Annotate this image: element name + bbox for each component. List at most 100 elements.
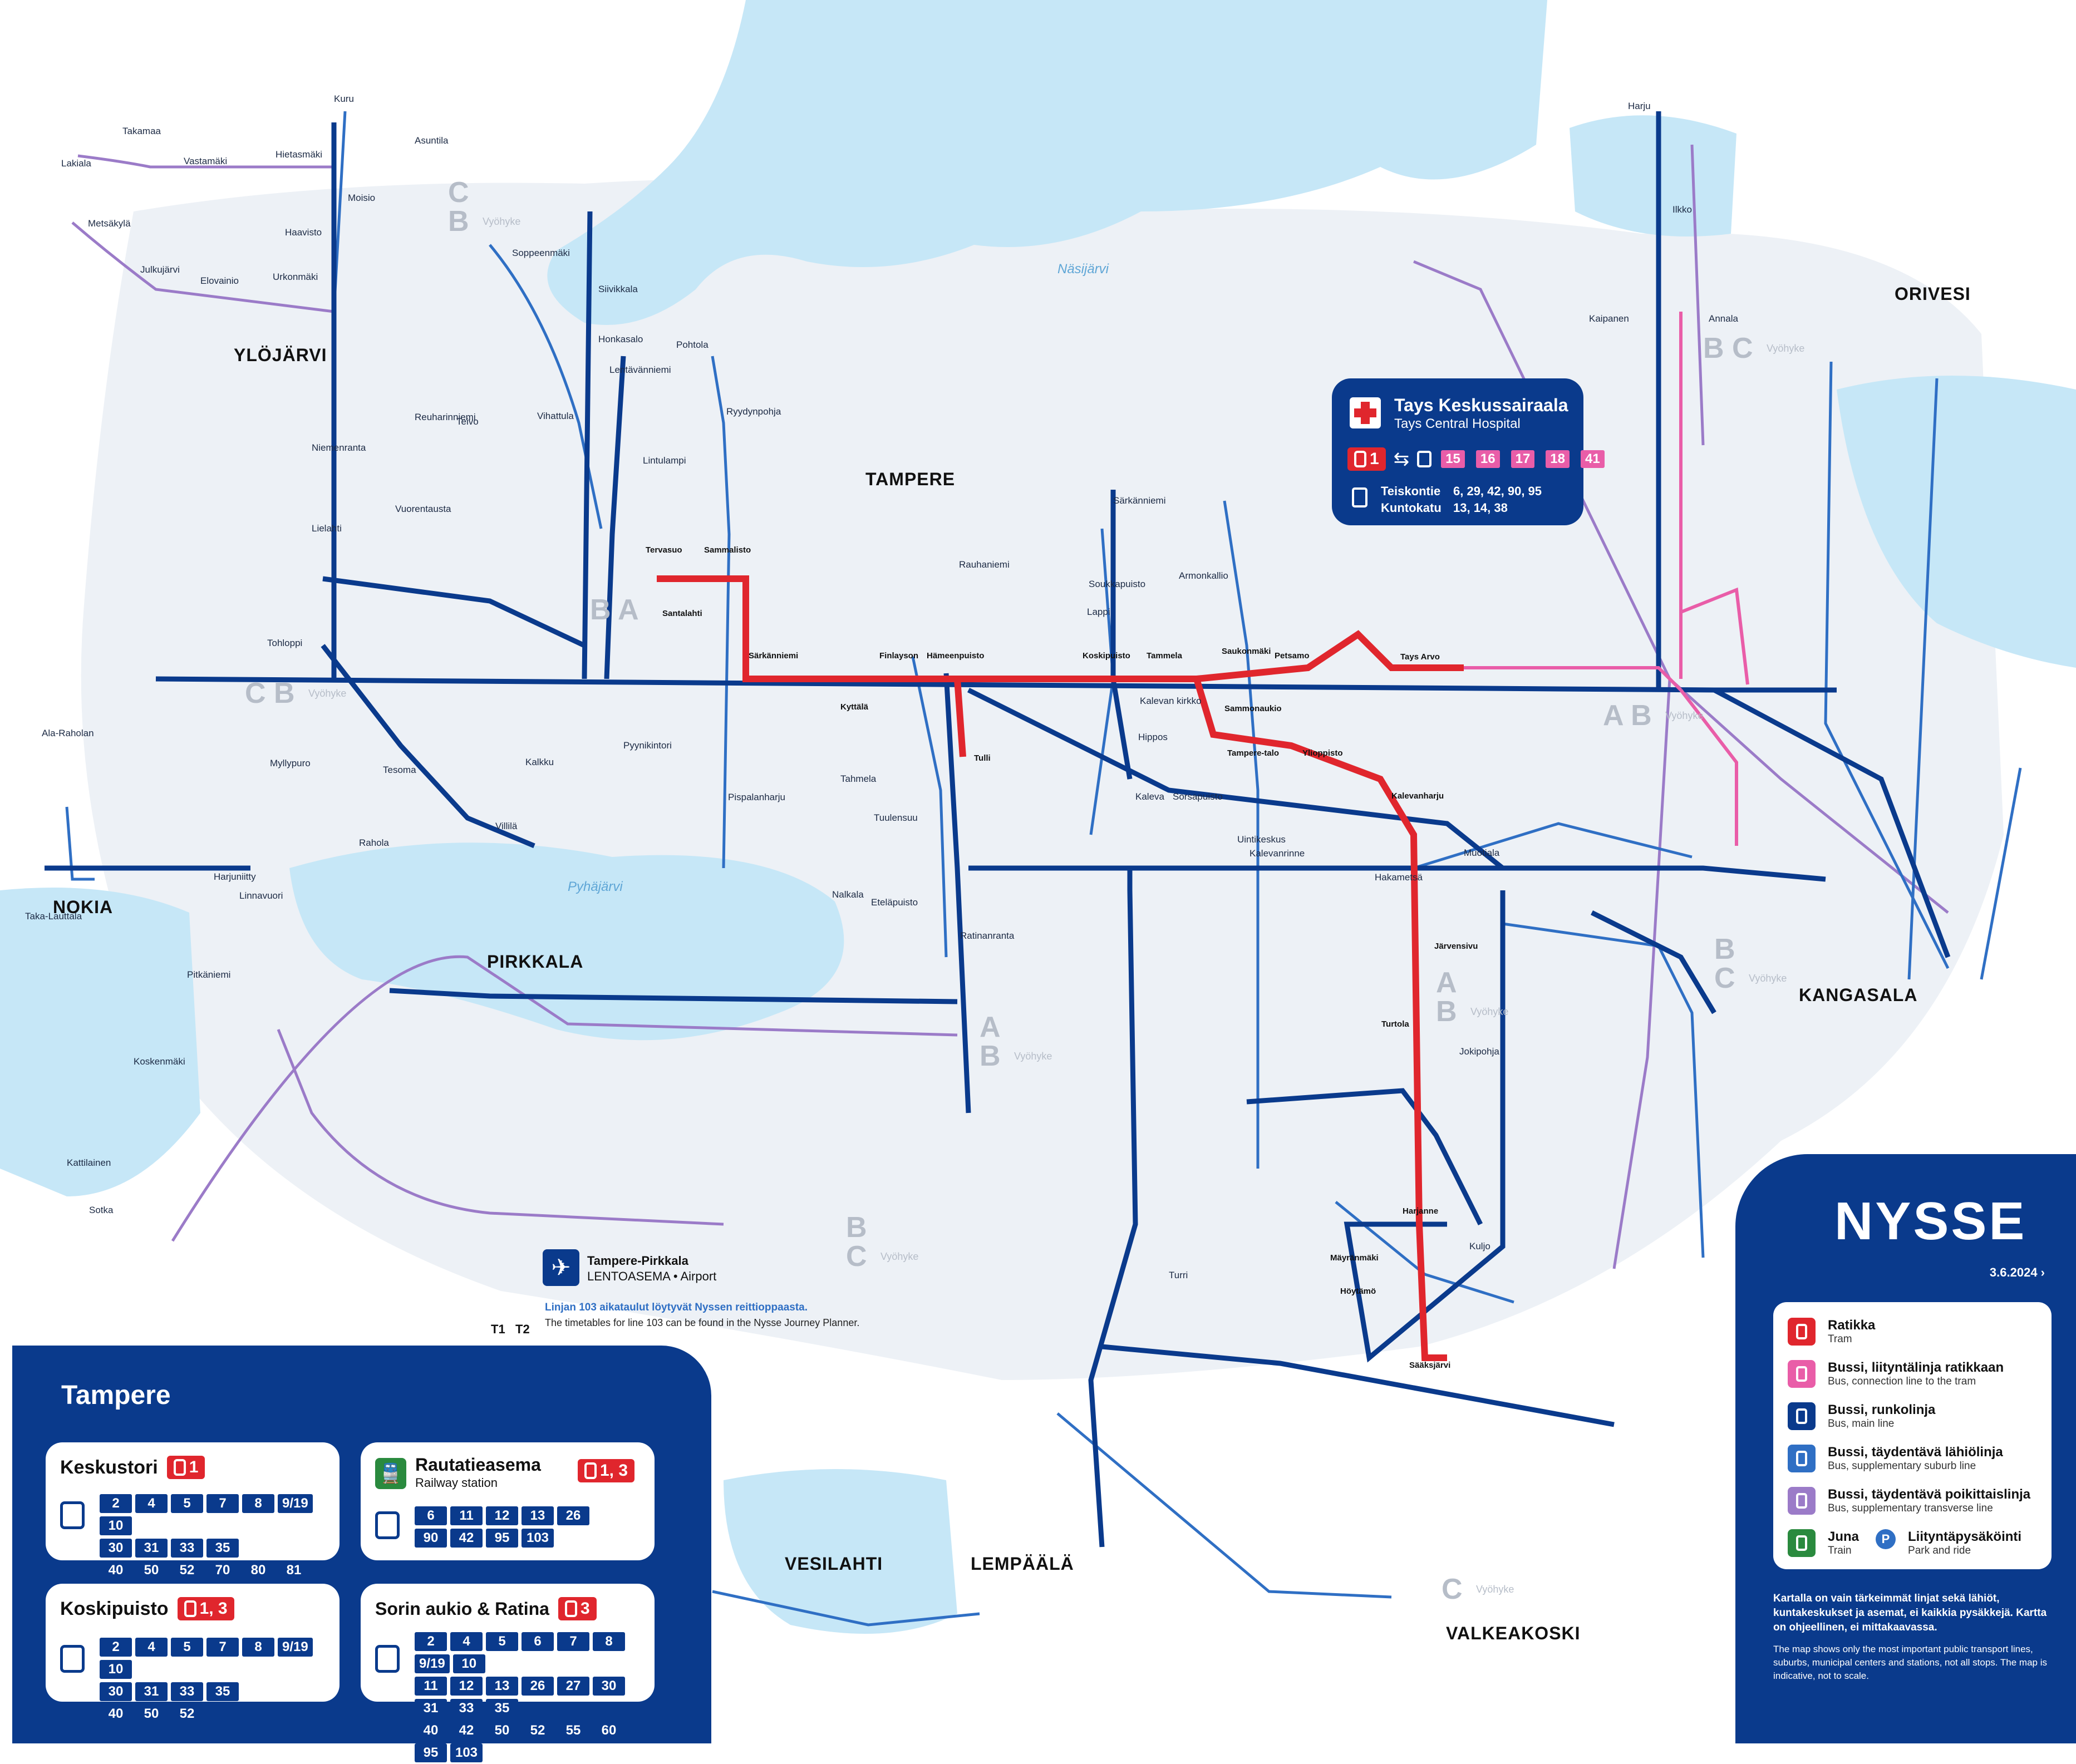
lake-west <box>0 888 200 1196</box>
hub-tram-badge: 3 <box>558 1597 597 1620</box>
line-badge: 50 <box>135 1561 168 1580</box>
stop-label-hakametsa: Kalevanharju <box>1391 791 1444 801</box>
place-label: Armonkallio <box>1179 570 1228 581</box>
line-badge: 2 <box>100 1638 132 1657</box>
place-label: Pohtola <box>676 339 709 350</box>
bus-icon <box>1788 1360 1816 1388</box>
place-label: Teivo <box>456 416 479 427</box>
city-label-orivesi: ORIVESI <box>1895 284 1971 304</box>
place-label: Pitkäniemi <box>187 969 231 980</box>
bus-icon <box>375 1645 400 1673</box>
airport-note-en: The timetables for line 103 can be found… <box>545 1317 860 1328</box>
tram-icon <box>1788 1318 1816 1346</box>
city-label-valkeakoski: VALKEAKOSKI <box>1446 1623 1581 1643</box>
tays-street: Kuntokatu <box>1381 501 1442 515</box>
line-badge: 42 <box>450 1529 483 1548</box>
place-label: Sotka <box>89 1205 114 1215</box>
main-lines <box>45 111 1951 1548</box>
place-label: Haavisto <box>285 227 322 238</box>
place-label: Rauhaniemi <box>959 559 1010 570</box>
line-badge: 27 <box>557 1677 589 1696</box>
line-badge: 6 <box>522 1632 554 1651</box>
bus-icon <box>375 1511 400 1539</box>
airport-subtitle: LENTOASEMA • Airport <box>587 1269 717 1283</box>
place-label: Lentävänniemi <box>609 364 671 375</box>
place-label: Sorsapuisto <box>1173 791 1223 802</box>
line-badge: 33 <box>171 1539 203 1558</box>
city-label-vesilahti: VESILAHTI <box>785 1554 883 1574</box>
place-label: Metsäkylä <box>88 218 131 229</box>
line-badge: 30 <box>100 1682 132 1701</box>
place-label: Lielahti <box>312 523 342 534</box>
hub-name: Rautatieasema <box>415 1455 541 1475</box>
line-badge: 31 <box>415 1699 447 1718</box>
place-label: Moisio <box>348 193 376 203</box>
line-badge: 103 <box>522 1529 554 1548</box>
tram-icon <box>184 1600 196 1617</box>
tays-hospital-box: Tays Keskussairaala Tays Central Hospita… <box>1332 378 1605 525</box>
line-badge: 11 <box>415 1677 447 1696</box>
place-label: Julkujärvi <box>140 264 180 275</box>
line-badge: 50 <box>486 1721 518 1740</box>
stop-label-hallila: Turtola <box>1381 1019 1409 1029</box>
line-badge: 42 <box>450 1721 483 1740</box>
line-badge: 10 <box>452 1654 485 1673</box>
train-icon: 🚆 <box>375 1458 406 1489</box>
place-label: Eteläpuisto <box>871 897 918 908</box>
place-label: Muotiala <box>1464 847 1500 858</box>
lake-nasijarvi <box>547 0 1548 325</box>
place-label: Soppeenmäki <box>512 248 570 258</box>
place-label: Siivikkala <box>598 284 638 294</box>
place-label: Linnavuori <box>239 890 283 901</box>
tays-street: Teiskontie <box>1381 484 1441 498</box>
stop-label-hippos: Petsamo <box>1275 651 1310 661</box>
connection-lines <box>1436 312 1749 846</box>
line-badge: 6 <box>415 1506 447 1525</box>
connection-line-badge: 15 <box>1441 450 1465 468</box>
place-label: Ratinanranta <box>960 930 1015 941</box>
line-badge: 95 <box>415 1743 447 1762</box>
hub-tram-badge: 1, 3 <box>177 1597 234 1620</box>
place-label: Koskenmäki <box>134 1056 185 1067</box>
place-label: Asuntila <box>415 135 449 146</box>
tays-title: Tays Keskussairaala <box>1394 395 1568 415</box>
line-badge: 40 <box>415 1721 447 1740</box>
place-label: Pispalanharju <box>728 792 786 802</box>
line-badge: 4 <box>450 1632 483 1651</box>
line-badge: 12 <box>450 1677 483 1696</box>
stop-label-keskustori: Finlayson <box>879 651 919 661</box>
stop-label-koskipuisto: Hämeenpuisto <box>927 651 985 661</box>
stop-label-pyynikintori: Särkänniemi <box>749 651 799 661</box>
lake-south <box>724 1469 957 1634</box>
line-badge: 4 <box>135 1638 168 1657</box>
hub-subtitle: Railway station <box>415 1476 498 1490</box>
place-label: Särkänniemi <box>1113 495 1166 506</box>
line-badge: 4 <box>135 1494 168 1513</box>
line-badge: 55 <box>557 1721 589 1740</box>
place-label: Harju <box>1628 101 1651 111</box>
place-label: Taka-Lauttala <box>25 911 82 922</box>
place-label: Vastamäki <box>184 156 228 166</box>
stop-label-sarkanniemi: Santalahti <box>662 609 702 618</box>
bus-icon <box>1352 487 1367 507</box>
stop-label-kalevan-kirkko: Saukonmäki <box>1222 647 1271 656</box>
line-badge: 5 <box>171 1494 203 1513</box>
line-badge: 2 <box>415 1632 447 1651</box>
place-label: Kalkku <box>525 757 554 767</box>
zone-label-bc-north-east: B C Vyöhyke <box>1703 332 1805 364</box>
tays-street-lines: 13, 14, 38 <box>1453 501 1508 515</box>
line-badge: 2 <box>100 1494 132 1513</box>
place-label: Pyynikintori <box>623 740 672 751</box>
city-label-tampere: TAMPERE <box>865 469 956 489</box>
line-badge: 103 <box>450 1743 483 1762</box>
place-label: Jokipohja <box>1459 1046 1499 1057</box>
place-label: Kaleva <box>1135 791 1164 802</box>
